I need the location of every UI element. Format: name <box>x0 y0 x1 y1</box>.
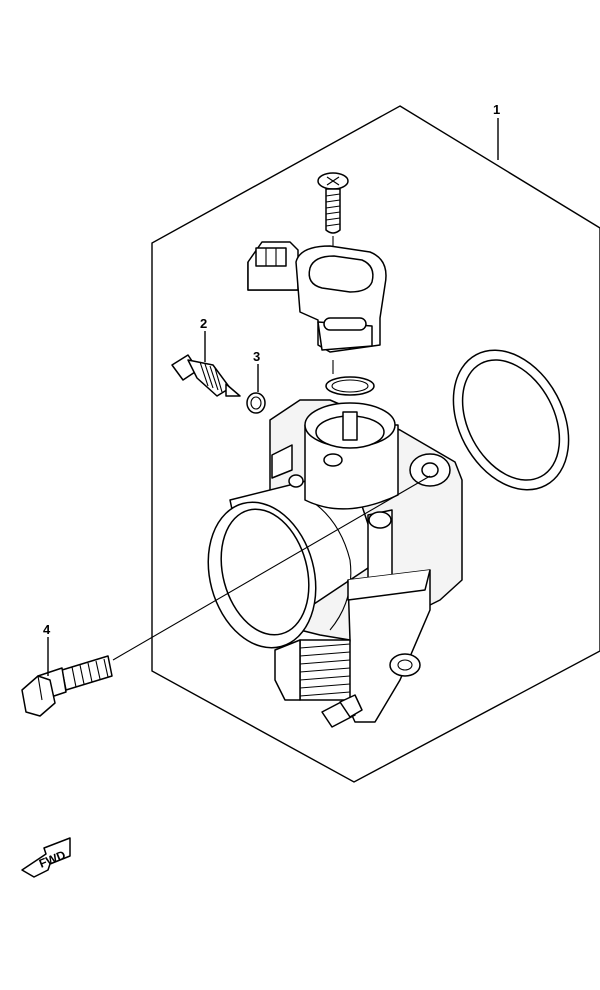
flange-bolt <box>21 655 113 717</box>
sensor-screw <box>317 172 349 234</box>
throttle-spring <box>299 639 351 701</box>
throttle-body <box>207 399 463 728</box>
fwd-label: FWD <box>37 847 68 870</box>
arrow-left-down-icon <box>21 837 71 878</box>
fwd-direction-indicator: FWD <box>21 837 71 878</box>
small-o-ring <box>246 392 266 414</box>
callout-1-label: 1 <box>493 102 500 117</box>
callout-3-label: 3 <box>253 349 260 364</box>
callout-2-label: 2 <box>200 316 207 331</box>
assembly-boundary <box>151 105 600 783</box>
gasket-ring <box>452 349 570 491</box>
callout-4-label: 4 <box>43 622 51 637</box>
idle-adjust-screw <box>171 354 241 397</box>
throttle-position-sensor <box>247 241 387 353</box>
bolt-axis-line <box>112 475 431 661</box>
